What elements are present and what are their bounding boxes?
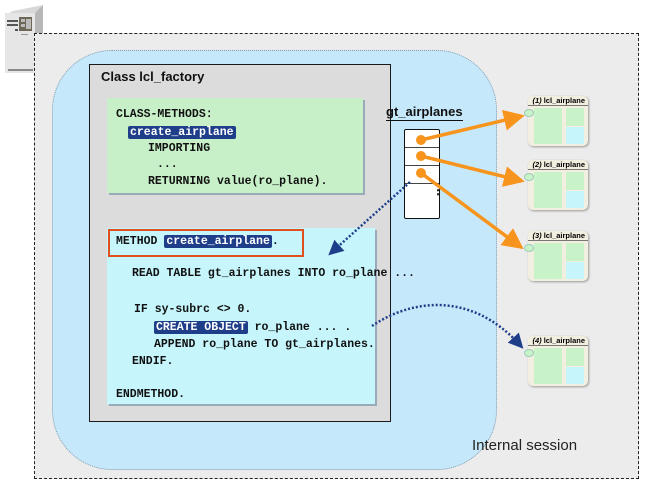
airplane-object-4: (4) lcl_airplane [524,336,588,386]
code-line-method: METHOD create_airplane. [116,235,279,248]
create-object-highlight: CREATE OBJECT [154,321,248,334]
class-definition-block: CLASS-METHODS: create_airplane IMPORTING… [107,98,363,193]
code-line-class-methods: CLASS-METHODS: [116,108,213,121]
object-reference-point [524,244,534,252]
method-header-frame [108,229,304,257]
object-private-section [566,191,584,208]
airplane-object-1: (1) lcl_airplane [524,96,588,146]
code-line-endmethod: ENDMETHOD. [116,388,186,401]
internal-session-label: Internal session [472,437,578,454]
object-public-section [534,108,562,144]
object-private-section [566,262,584,279]
code-line-importing: IMPORTING [148,142,211,155]
server-icon [5,5,43,73]
object-section [566,348,584,366]
table-continuation: ⋮ [432,184,444,196]
code-line-read-table: READ TABLE gt_airplanes INTO ro_plane ..… [132,267,415,280]
code-line-append: APPEND ro_plane TO gt_airplanes. [154,338,375,351]
object-section [566,108,584,126]
object-title: (3) lcl_airplane [528,231,588,241]
table-row [405,130,439,148]
table-row [405,166,439,184]
object-private-section [566,367,584,384]
method-name-highlight: create_airplane [164,235,272,248]
airplane-object-2: (2) lcl_airplane [524,160,588,210]
object-reference-point [524,173,534,181]
object-title: (1) lcl_airplane [528,96,588,106]
code-line-endif: ENDIF. [132,355,174,368]
object-title: (4) lcl_airplane [528,336,588,346]
object-private-section [566,127,584,144]
method-implementation-block: METHOD create_airplane. READ TABLE gt_ai… [107,228,415,404]
object-title: (2) lcl_airplane [528,160,588,170]
object-reference-point [524,349,534,357]
object-public-section [534,243,562,279]
object-public-section [534,172,562,208]
code-line-create-object: CREATE OBJECT ro_plane ... . [154,321,352,334]
object-reference-point [524,109,534,117]
table-row [405,148,439,166]
airplane-object-3: (3) lcl_airplane [524,231,588,281]
code-line-returning: RETURNING value(ro_plane). [148,175,328,188]
code-line-ellipsis: ... [157,158,178,171]
object-section [566,243,584,261]
method-name-highlight: create_airplane [128,126,236,139]
code-line-if: IF sy-subrc <> 0. [134,303,252,316]
internal-table-label: gt_airplanes [386,104,463,121]
object-section [566,172,584,190]
class-title: Class lcl_factory [101,69,205,84]
internal-table [404,129,440,219]
object-public-section [534,348,562,384]
